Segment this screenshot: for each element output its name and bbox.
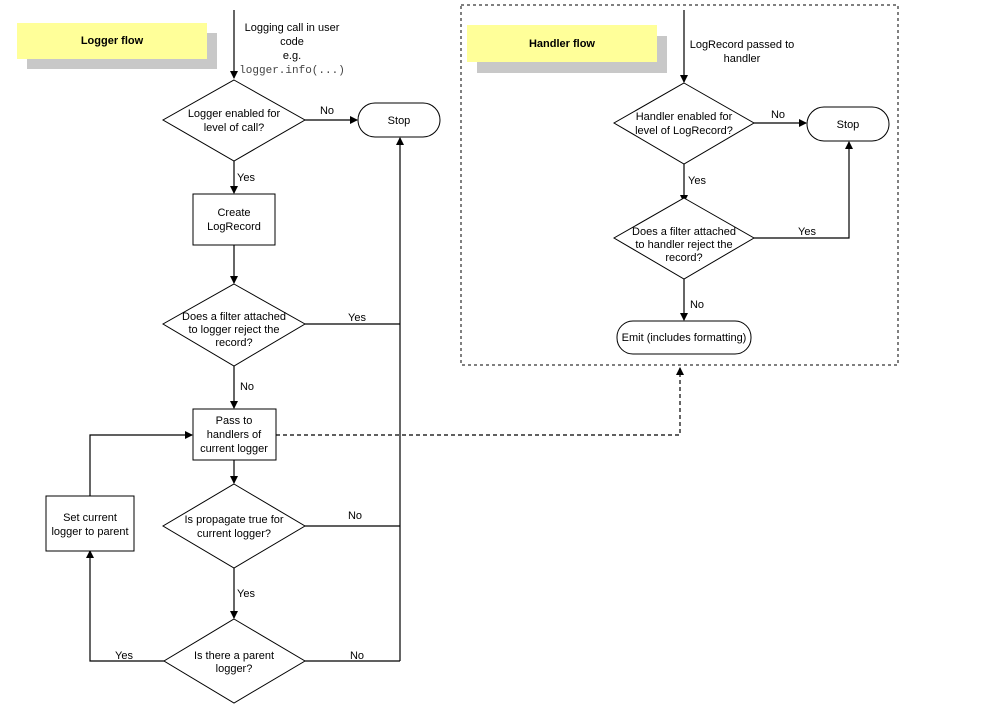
emit-terminal: Emit (includes formatting) <box>616 320 752 355</box>
handler-enabled-line-1: Handler enabled for <box>636 111 733 123</box>
set-parent-line-1: Set current <box>63 512 117 524</box>
edge-pass-to-handler-flow <box>276 367 684 436</box>
handler-flow-container <box>460 4 899 366</box>
label-handler-filter-yes: Yes <box>798 226 816 238</box>
logger-filter-line-3: record? <box>215 337 252 349</box>
logger-flow-title: Logger flow <box>81 35 144 47</box>
logger-start-note: Logging call in user code e.g. logger.in… <box>239 22 345 77</box>
pass-to-handlers-line-3: current logger <box>200 443 268 455</box>
logger-stop-terminal: Stop <box>357 102 441 138</box>
logger-start-code: logger.info(...) <box>239 65 345 77</box>
logger-filter-line-2: to logger reject the <box>188 324 279 336</box>
handler-filter-line-1: Does a filter attached <box>632 226 736 238</box>
logger-filter-line-1: Does a filter attached <box>182 311 286 323</box>
pass-to-handlers-line-1: Pass to <box>216 415 253 427</box>
set-parent-line-2: logger to parent <box>51 526 128 538</box>
handler-flow-title: Handler flow <box>529 38 595 50</box>
label-parent-no: No <box>350 650 364 662</box>
handler-start-line-1: LogRecord passed to <box>690 39 795 51</box>
label-handler-enabled-no: No <box>771 109 785 121</box>
propagate-decision: Is propagate true for current logger? <box>162 483 306 569</box>
handler-enabled-line-2: level of LogRecord? <box>635 125 733 137</box>
handler-start-note: LogRecord passed to handler <box>690 39 795 65</box>
label-parent-yes: Yes <box>115 650 133 662</box>
label-logger-enabled-yes: Yes <box>237 172 255 184</box>
create-logrecord-line-2: LogRecord <box>207 221 261 233</box>
create-logrecord-line-1: Create <box>217 207 250 219</box>
label-handler-enabled-yes: Yes <box>688 175 706 187</box>
logger-start-line-3: e.g. <box>283 50 301 62</box>
parent-line-1: Is there a parent <box>194 650 274 662</box>
label-propagate-no: No <box>348 510 362 522</box>
logger-stop-label: Stop <box>388 115 411 127</box>
handler-stop-terminal: Stop <box>806 106 890 142</box>
pass-to-handlers-line-2: handlers of <box>207 429 262 441</box>
propagate-line-2: current logger? <box>197 528 271 540</box>
label-logger-filter-yes: Yes <box>348 312 366 324</box>
logger-enabled-decision: Logger enabled for level of call? <box>161 79 307 162</box>
set-parent-box: Set current logger to parent <box>45 495 135 552</box>
handler-enabled-decision: Handler enabled for level of LogRecord? <box>613 82 755 165</box>
logger-enabled-line-1: Logger enabled for <box>188 108 281 120</box>
handler-flow-banner: Handler flow <box>467 25 667 73</box>
propagate-line-1: Is propagate true for <box>184 514 283 526</box>
handler-filter-line-2: to handler reject the <box>635 239 732 251</box>
parent-line-2: logger? <box>216 663 253 675</box>
handler-stop-label: Stop <box>837 119 860 131</box>
label-logger-filter-no: No <box>240 381 254 393</box>
logger-filter-decision: Does a filter attached to logger reject … <box>162 283 306 367</box>
emit-label: Emit (includes formatting) <box>622 332 747 344</box>
label-handler-filter-no: No <box>690 299 704 311</box>
pass-to-handlers-box: Pass to handlers of current logger <box>192 408 277 461</box>
edge-parent-yes-to-set <box>86 550 164 662</box>
handler-start-line-2: handler <box>724 53 761 65</box>
create-logrecord-box: Create LogRecord <box>192 193 276 246</box>
edge-handler-filter-yes-to-stop <box>754 141 853 239</box>
logger-enabled-line-2: level of call? <box>204 122 265 134</box>
logger-flow-banner: Logger flow <box>17 23 217 69</box>
label-logger-enabled-no: No <box>320 105 334 117</box>
edge-set-to-pass <box>89 431 193 496</box>
logger-start-line-1: Logging call in user <box>245 22 340 34</box>
handler-filter-line-3: record? <box>665 252 702 264</box>
handler-filter-decision: Does a filter attached to handler reject… <box>613 197 755 280</box>
logger-start-line-2: code <box>280 36 304 48</box>
label-propagate-yes: Yes <box>237 588 255 600</box>
parent-decision: Is there a parent logger? <box>163 618 306 704</box>
